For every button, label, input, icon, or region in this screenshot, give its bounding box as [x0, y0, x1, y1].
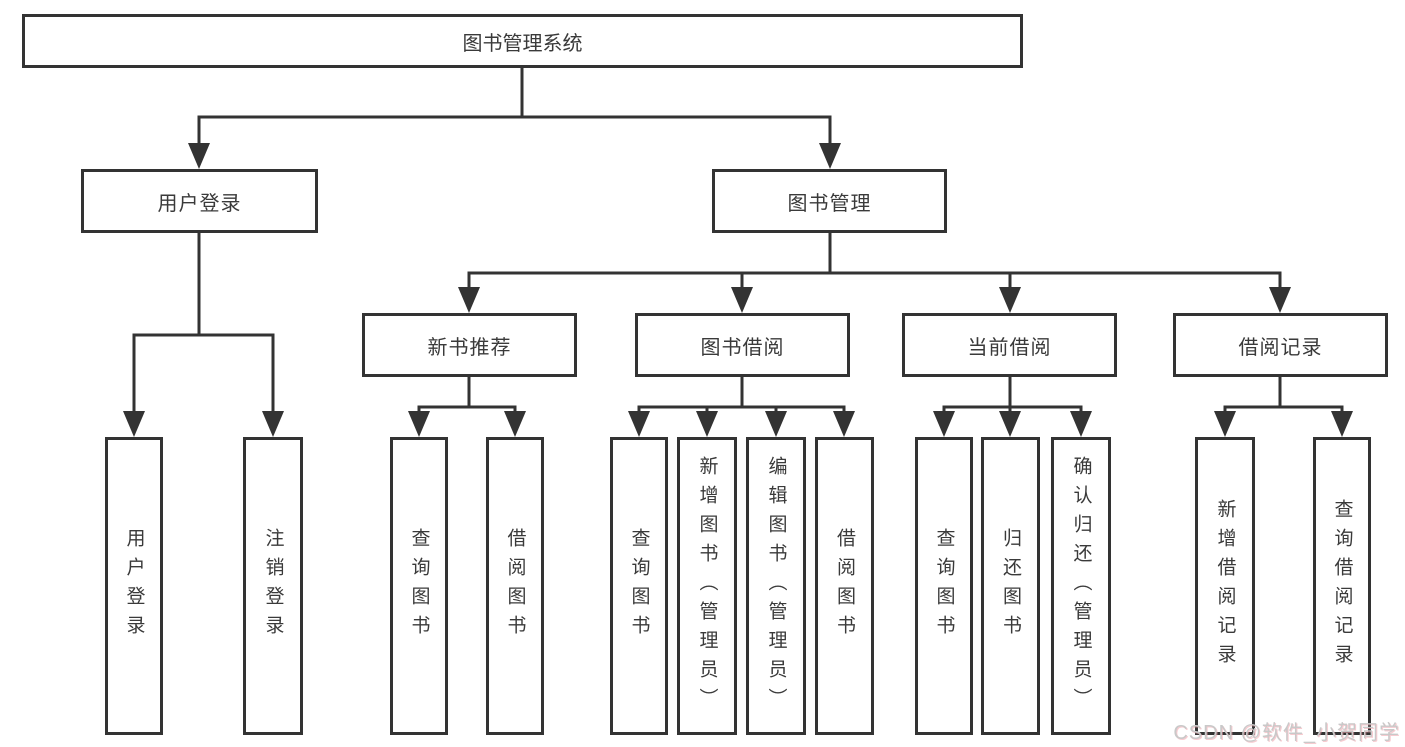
leaf-query-book-current: 查询图书 [915, 437, 973, 735]
leaf-label: 查询图书 [628, 528, 650, 644]
leaf-add-book-admin: 新增图书（管理员） [677, 437, 737, 735]
arrowhead-icon [262, 411, 284, 437]
arrowhead-icon [819, 143, 841, 169]
connector-userlogin-spread [132, 333, 275, 414]
connector-currentborrow-spread [942, 405, 1083, 414]
leaf-label: 注销登录 [262, 528, 284, 644]
leaf-label: 查询图书 [408, 528, 430, 644]
leaf-logout: 注销登录 [243, 437, 303, 735]
node-current-borrow: 当前借阅 [902, 313, 1117, 377]
arrowhead-icon [765, 411, 787, 437]
leaf-borrow-book-recommend: 借阅图书 [486, 437, 544, 735]
leaf-label: 归还图书 [1000, 528, 1021, 644]
node-new-book-recommend: 新书推荐 [362, 313, 577, 377]
leaf-label: 借阅图书 [834, 528, 855, 644]
arrowhead-icon [408, 411, 430, 437]
arrowhead-icon [696, 411, 718, 437]
node-book-borrow: 图书借阅 [635, 313, 850, 377]
leaf-confirm-return-admin: 确认归还（管理员） [1051, 437, 1111, 735]
leaf-label: 新增借阅记录 [1214, 499, 1236, 673]
arrowhead-icon [504, 411, 526, 437]
leaf-query-book-borrow: 查询图书 [610, 437, 668, 735]
connector-borrowrecord-spread [1223, 405, 1344, 414]
leaf-user-login: 用户登录 [105, 437, 163, 735]
arrowhead-icon [628, 411, 650, 437]
connector-bookmgmt-spread [467, 271, 1282, 291]
node-root: 图书管理系统 [22, 14, 1023, 68]
leaf-add-borrow-record: 新增借阅记录 [1195, 437, 1255, 735]
arrowhead-icon [833, 411, 855, 437]
leaf-query-borrow-record: 查询借阅记录 [1313, 437, 1371, 735]
connector-newbookrec-spread [417, 405, 517, 414]
leaf-label: 借阅图书 [504, 528, 526, 644]
leaf-edit-book-admin: 编辑图书（管理员） [746, 437, 806, 735]
arrowhead-icon [458, 287, 480, 313]
leaf-label: 新增图书（管理员） [696, 455, 718, 717]
leaf-label: 确认归还（管理员） [1070, 455, 1092, 717]
arrowhead-icon [1269, 287, 1291, 313]
arrowhead-icon [1214, 411, 1236, 437]
arrowhead-icon [123, 411, 145, 437]
leaf-label: 查询图书 [933, 528, 955, 644]
arrowhead-icon [999, 411, 1021, 437]
node-user-login: 用户登录 [81, 169, 318, 233]
arrowhead-icon [933, 411, 955, 437]
leaf-query-book-recommend: 查询图书 [390, 437, 448, 735]
leaf-label: 编辑图书（管理员） [765, 455, 787, 717]
node-borrow-record: 借阅记录 [1173, 313, 1388, 377]
leaf-label: 用户登录 [123, 528, 145, 644]
arrowhead-icon [1070, 411, 1092, 437]
connector-bookborrow-spread [637, 405, 846, 414]
arrowhead-icon [188, 143, 210, 169]
node-book-management: 图书管理 [712, 169, 947, 233]
arrowhead-icon [1331, 411, 1353, 437]
leaf-return-book: 归还图书 [981, 437, 1040, 735]
leaf-borrow-book: 借阅图书 [815, 437, 874, 735]
connector-root-spread [197, 115, 832, 146]
arrowhead-icon [731, 287, 753, 313]
leaf-label: 查询借阅记录 [1331, 499, 1353, 673]
arrowhead-icon [999, 287, 1021, 313]
